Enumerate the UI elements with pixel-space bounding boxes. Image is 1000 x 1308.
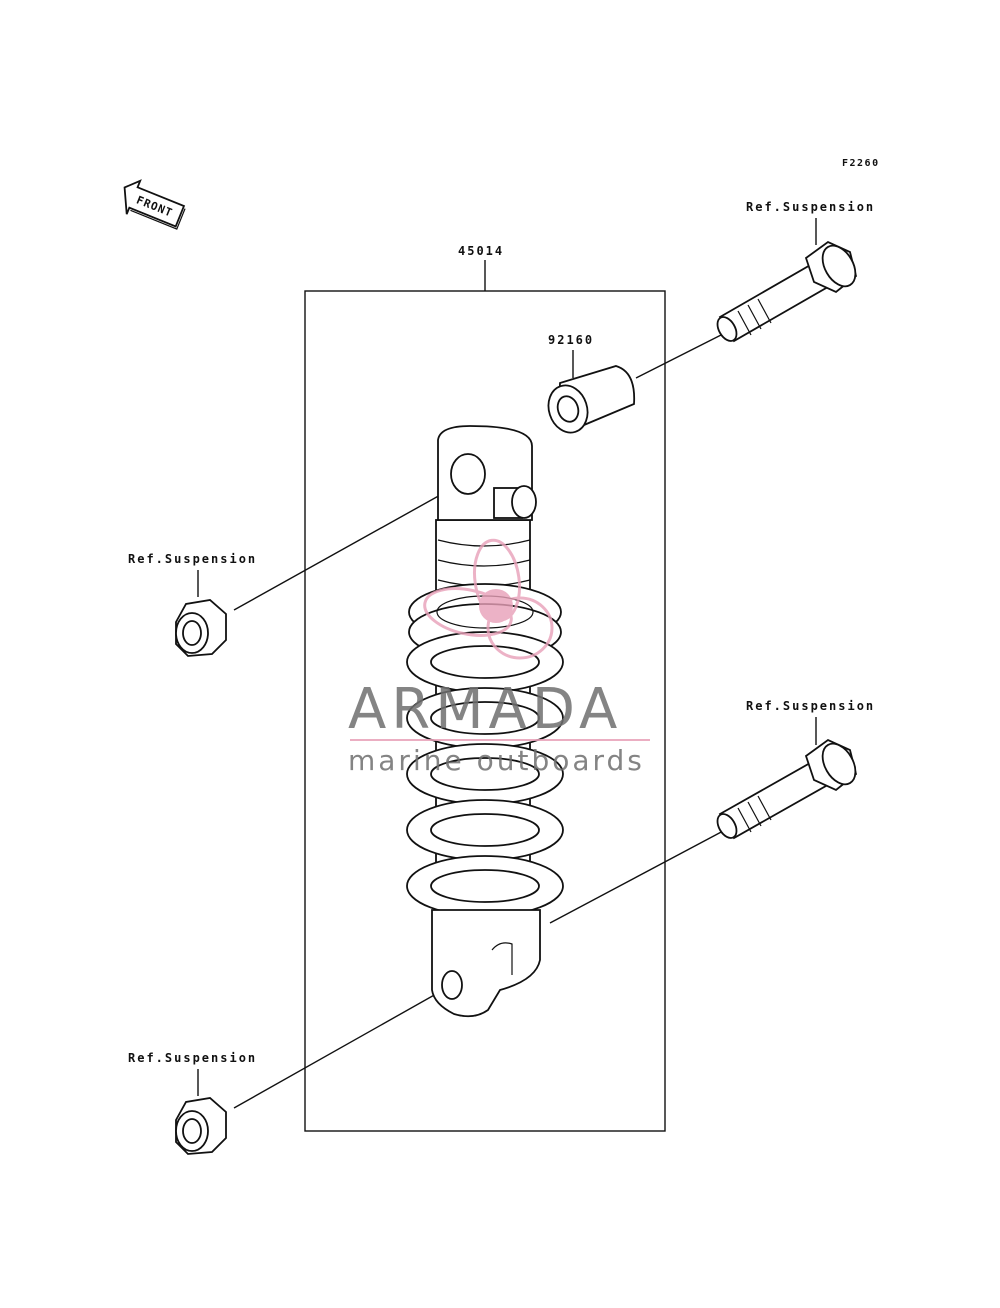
ref-label-mid-right: Ref.Suspension (746, 699, 875, 713)
front-arrow-icon: FRONT (123, 179, 186, 230)
figure-code: F2260 (842, 158, 880, 169)
collar-part (547, 365, 636, 434)
collar-part-number: 92160 (548, 333, 594, 347)
assembly-part-number: 45014 (458, 244, 504, 258)
ref-label-top-right: Ref.Suspension (746, 200, 875, 214)
bolt-top (716, 240, 858, 343)
assembly-bracket (304, 260, 666, 1132)
shock-absorber (406, 425, 564, 1018)
ref-label-mid-left: Ref.Suspension (128, 552, 257, 566)
watermark-logo-icon (423, 538, 554, 660)
watermark-brand: ARMADA (348, 677, 622, 742)
nut-mid-left (175, 599, 227, 657)
nut-bottom-left (175, 1097, 227, 1155)
watermark: ARMADA marine outboards (348, 538, 650, 777)
watermark-tagline: marine outboards (348, 744, 645, 777)
ref-label-bottom-left: Ref.Suspension (128, 1051, 257, 1065)
bolt-bottom (716, 738, 858, 840)
